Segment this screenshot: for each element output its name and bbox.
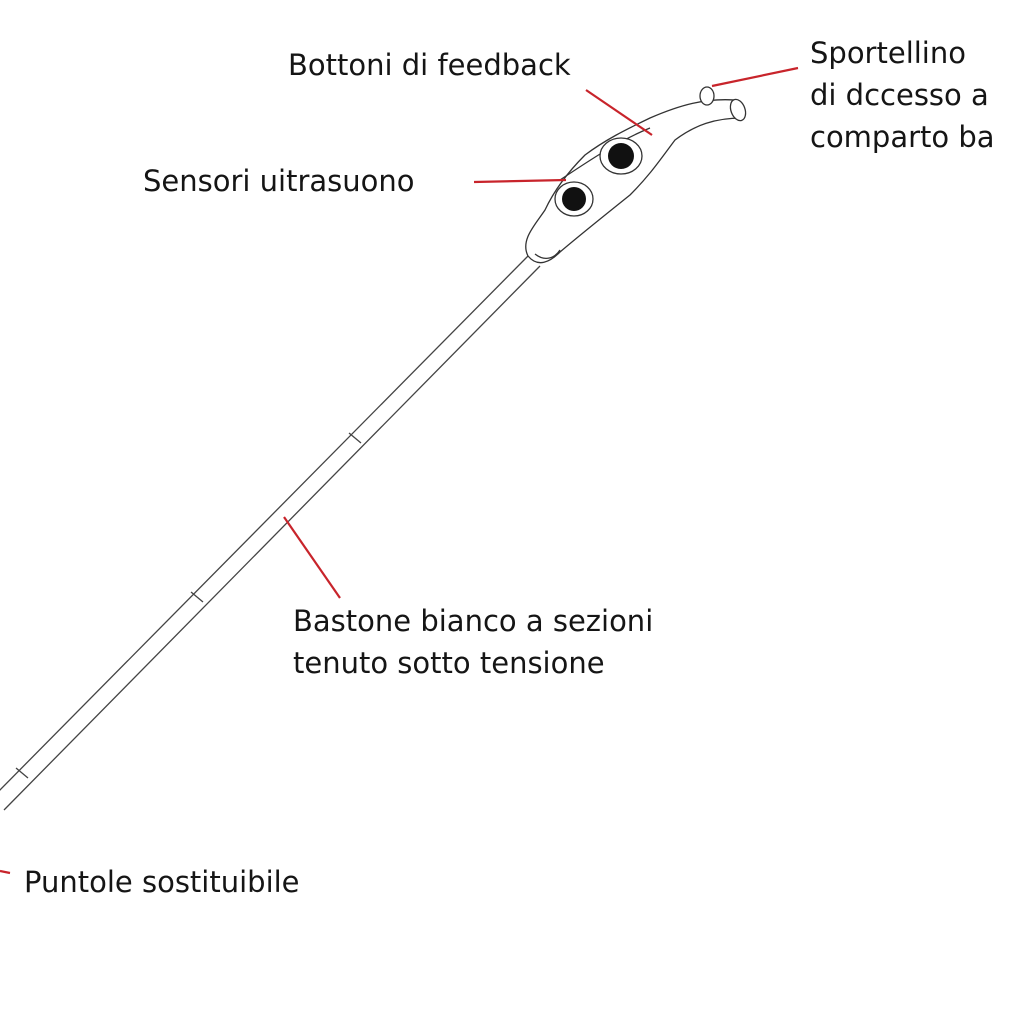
label-battery-door-line: di dccesso a: [810, 78, 989, 112]
cane-handle: [525, 86, 747, 264]
leader-lines: [0, 66, 799, 875]
leader-battery-door: [711, 66, 799, 88]
handle-end-cap: [729, 98, 747, 122]
leader-cane: [283, 516, 341, 599]
leader-sensors: [473, 178, 567, 184]
segment-joint: [348, 432, 362, 444]
label-feedback-buttons: Bottoni di feedback: [288, 48, 571, 82]
leader-feedback: [585, 89, 653, 136]
label-battery-door-line: comparto ba: [810, 120, 995, 154]
segment-joint: [15, 767, 29, 779]
label-cane: Bastone bianco a sezioni tenuto sotto te…: [293, 600, 653, 684]
label-tip: Puntole sostituibile: [24, 865, 300, 899]
cane-shaft: [0, 255, 541, 811]
segment-joint: [190, 591, 204, 603]
leader-tip: [0, 869, 11, 875]
label-battery-door: Sportellino di dccesso a comparto ba: [810, 32, 995, 158]
label-cane-line: tenuto sotto tensione: [293, 646, 605, 680]
label-battery-door-line: Sportellino: [810, 36, 966, 70]
battery-door: [699, 86, 715, 106]
ultrasound-sensors: [554, 137, 643, 217]
label-ultrasound-sensors: Sensori uitrasuono: [143, 164, 415, 198]
label-cane-line: Bastone bianco a sezioni: [293, 604, 654, 638]
